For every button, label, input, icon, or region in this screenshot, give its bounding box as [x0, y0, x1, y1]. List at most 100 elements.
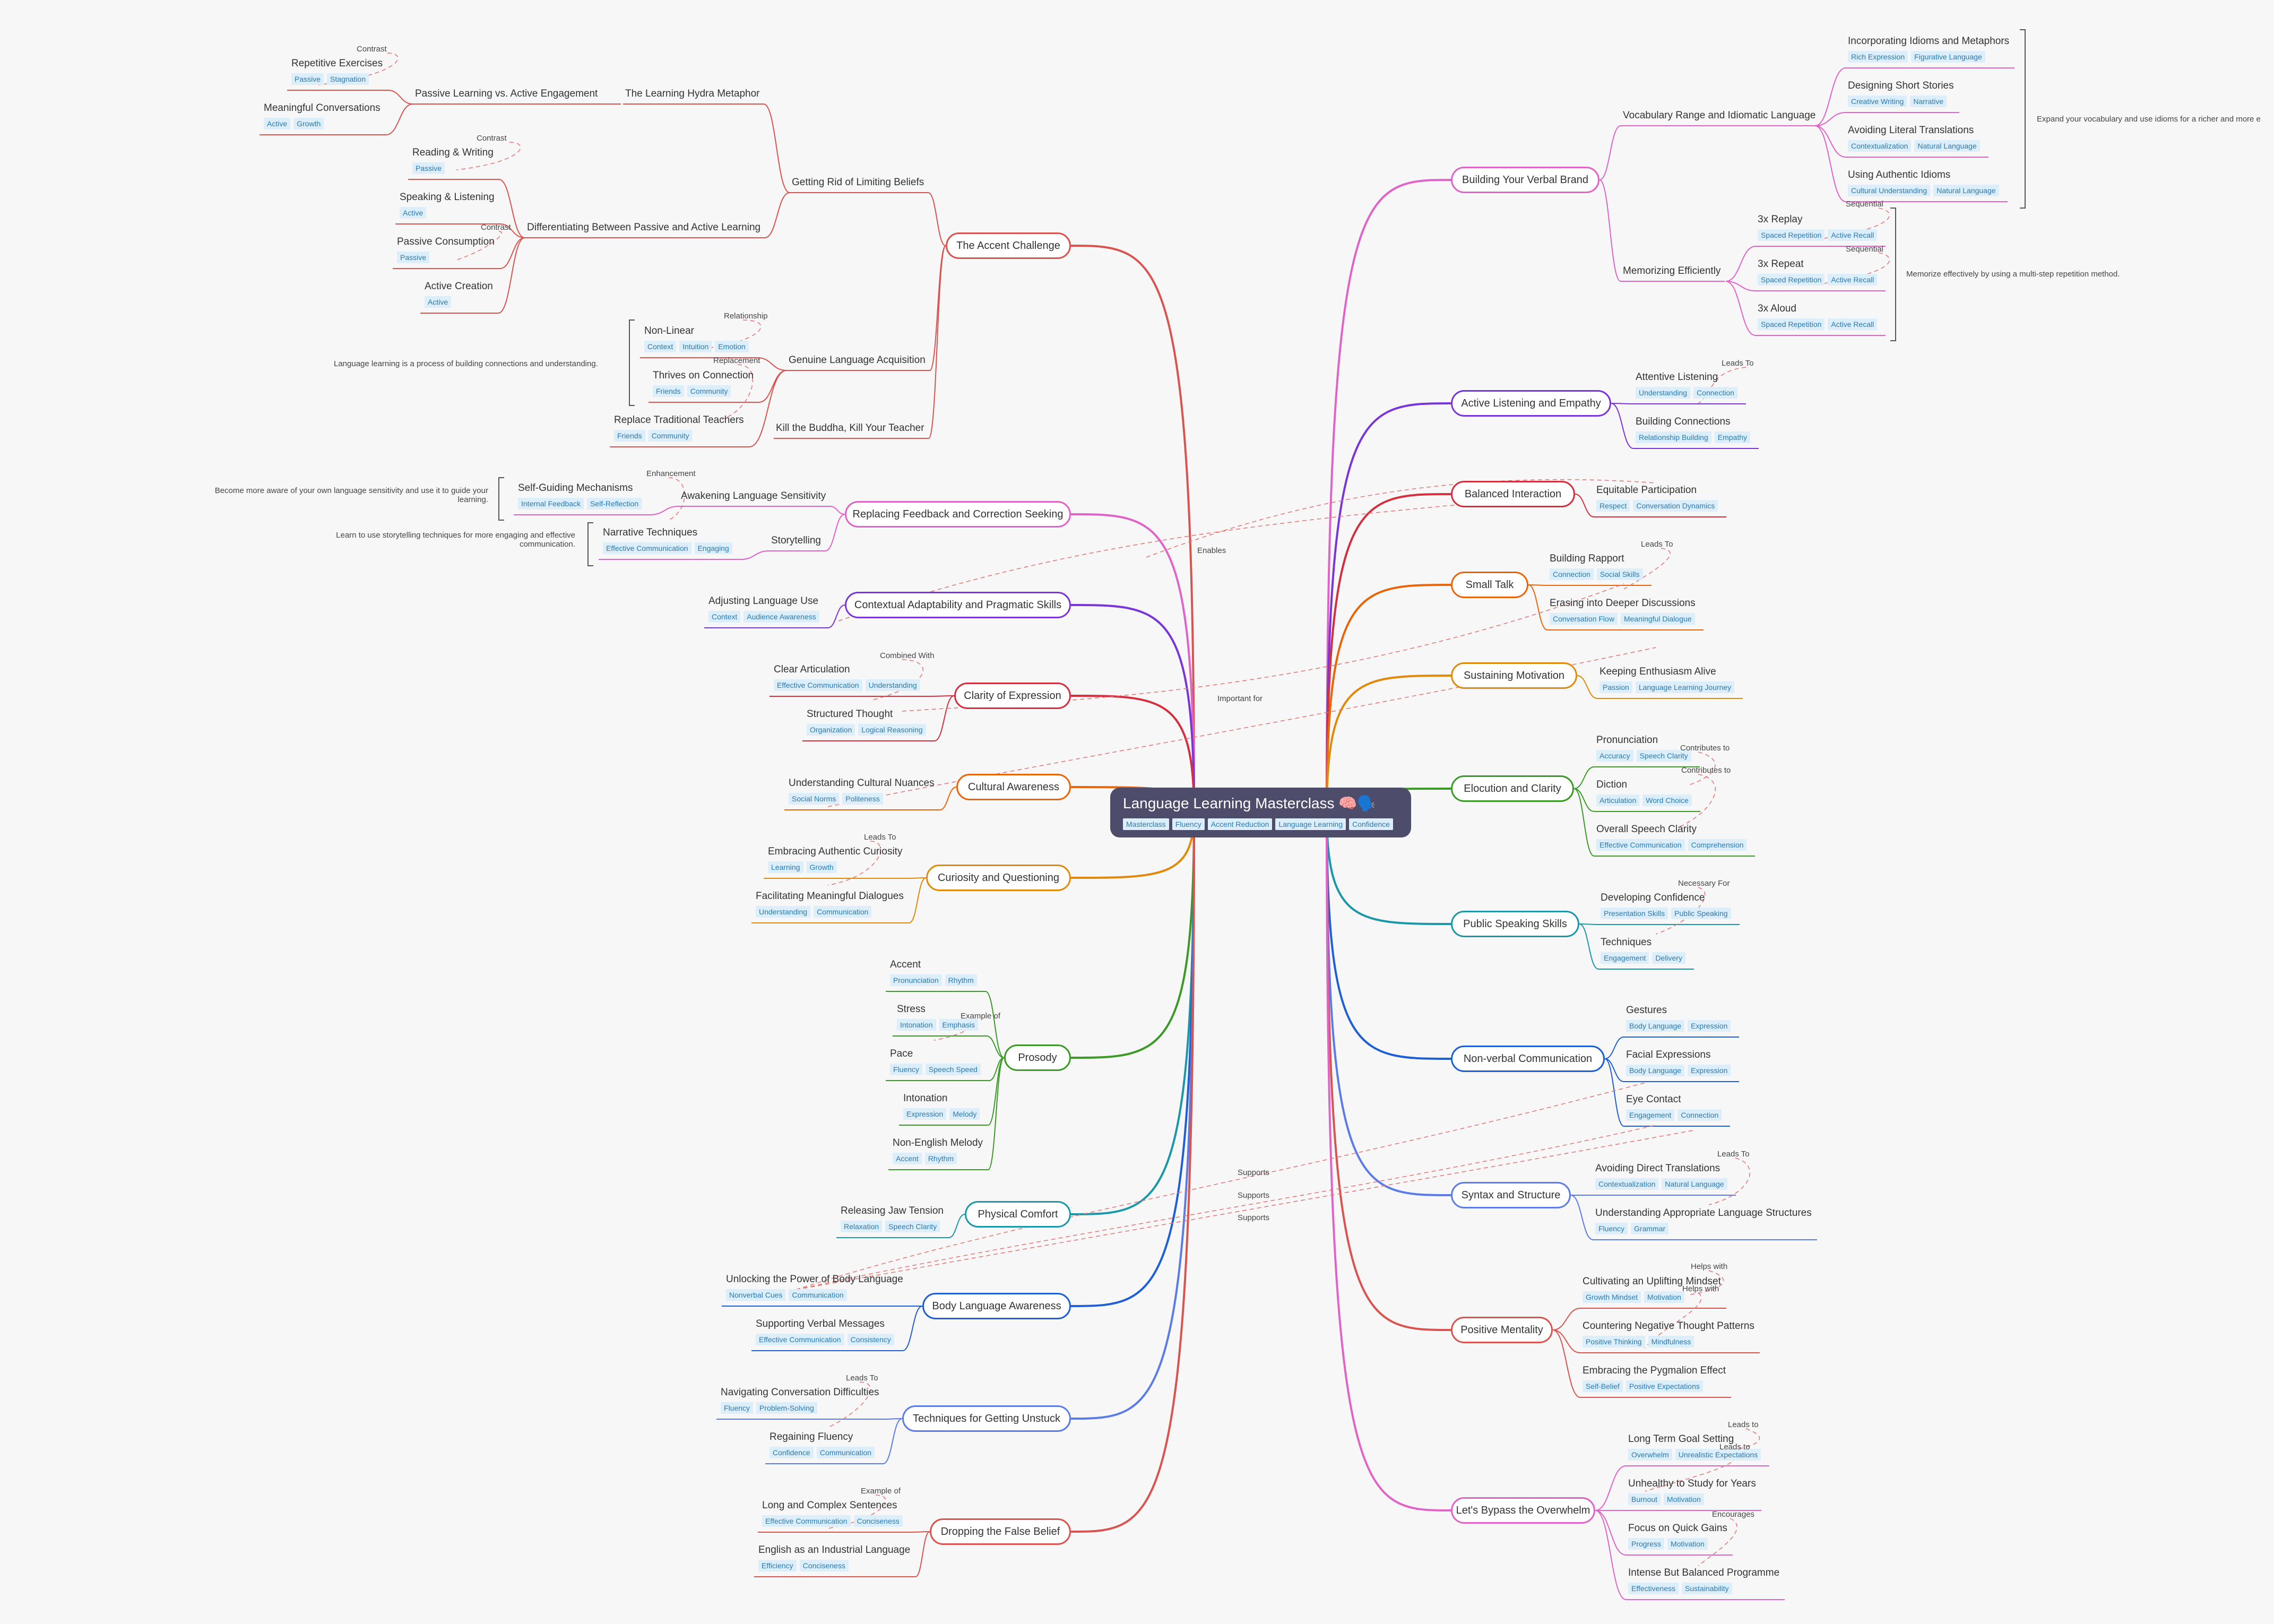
subtopic-memorizing[interactable]: Memorizing Efficiently	[1623, 265, 1721, 277]
central-topic-title: Language Learning Masterclass 🧠🗣️	[1123, 795, 1376, 811]
topic-curiosity-questioning[interactable]: Curiosity and Questioning	[926, 865, 1071, 891]
subtopic-awakening-sensitivity[interactable]: Awakening Language Sensitivity	[681, 490, 826, 502]
main-branch-line	[1070, 513, 1195, 813]
main-branch-line	[1326, 493, 1451, 813]
subtopic-kill-the-buddha[interactable]: Kill the Buddha, Kill Your Teacher	[776, 422, 924, 434]
subtopic-limiting-beliefs[interactable]: Getting Rid of Limiting Beliefs	[792, 177, 924, 188]
topic-dropping-false-belief[interactable]: Dropping the False Belief	[930, 1518, 1071, 1545]
topic-getting-unstuck[interactable]: Techniques for Getting Unstuck	[902, 1405, 1071, 1432]
topic-accent-challenge[interactable]: The Accent Challenge	[946, 232, 1071, 259]
subtopic-genuine-acquisition[interactable]: Genuine Language Acquisition	[789, 355, 926, 366]
topic-physical-comfort[interactable]: Physical Comfort	[965, 1201, 1071, 1228]
subtopic-storytelling[interactable]: Storytelling	[771, 535, 821, 546]
branch-line	[939, 787, 957, 810]
topic-clarity-of-expression[interactable]: Clarity of Expression	[954, 683, 1071, 709]
subtopic-differentiating[interactable]: Differentiating Between Passive and Acti…	[527, 222, 761, 233]
branch-line	[1552, 1329, 1581, 1353]
branch-line	[829, 506, 845, 515]
topic-positive-mentality[interactable]: Positive Mentality	[1451, 1317, 1553, 1343]
topic-non-verbal-communication[interactable]: Non-verbal Communication	[1451, 1046, 1605, 1072]
topic-verbal-brand[interactable]: Building Your Verbal Brand	[1451, 167, 1599, 193]
central-topic[interactable]: Language Learning Masterclass 🧠🗣️ Master…	[1110, 788, 1411, 837]
topic-prosody[interactable]: Prosody	[1004, 1044, 1071, 1071]
leaf-appropriate-structures[interactable]: Understanding Appropriate Language Struc…	[1595, 1207, 1812, 1234]
relationship-line	[668, 477, 685, 521]
topic-contextual-adaptability[interactable]: Contextual Adaptability and Pragmatic Sk…	[845, 592, 1071, 618]
topic-bypass-overwhelm[interactable]: Let's Bypass the Overwhelm	[1451, 1497, 1595, 1524]
topic-body-language-awareness[interactable]: Body Language Awareness	[922, 1293, 1071, 1319]
topic-small-talk[interactable]: Small Talk	[1451, 572, 1528, 598]
topic-active-listening[interactable]: Active Listening and Empathy	[1451, 390, 1611, 417]
subtopic-passive-vs-active[interactable]: Passive Learning vs. Active Engagement	[415, 88, 598, 99]
subtopic-learning-hydra[interactable]: The Learning Hydra Metaphor	[625, 88, 760, 99]
topic-public-speaking[interactable]: Public Speaking Skills	[1451, 911, 1579, 937]
topic-cultural-awareness[interactable]: Cultural Awareness	[956, 774, 1071, 800]
topic-balanced-interaction[interactable]: Balanced Interaction	[1451, 481, 1575, 507]
topic-syntax-structure[interactable]: Syntax and Structure	[1451, 1182, 1571, 1208]
branch-line	[1611, 403, 1634, 404]
topic-replacing-feedback[interactable]: Replacing Feedback and Correction Seekin…	[845, 501, 1071, 528]
topic-elocution-clarity[interactable]: Elocution and Clarity	[1451, 775, 1574, 802]
subtopic-vocabulary-range[interactable]: Vocabulary Range and Idiomatic Language	[1623, 110, 1816, 121]
topic-sustaining-motivation[interactable]: Sustaining Motivation	[1451, 662, 1577, 689]
